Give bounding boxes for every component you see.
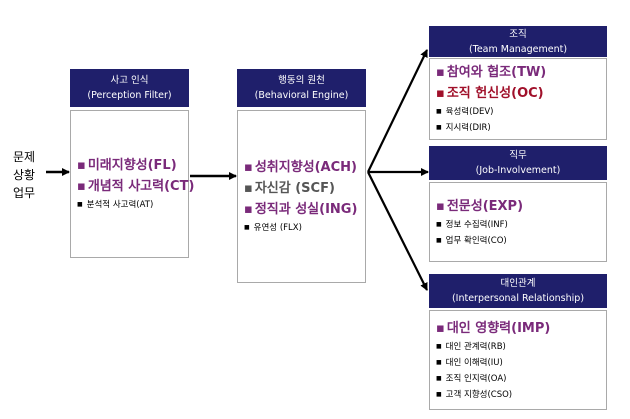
item-fl: ▪미래지향성(FL): [77, 158, 177, 173]
team-header: 조직 (Team Management): [429, 26, 607, 57]
item-dev: ■육성력(DEV): [436, 107, 494, 117]
item-scf: ▪자신감 (SCF): [244, 181, 335, 196]
item-exp: ▪전문성(EXP): [436, 198, 524, 214]
item-ct: ▪개념적 사고력(CT): [77, 179, 195, 194]
item-cso: ■고객 지향성(CSO): [436, 389, 513, 400]
arrow-behavior-to-team: [367, 49, 428, 173]
item-dir: ■지시력(DIR): [436, 123, 491, 133]
item-rb: ■대인 관계력(RB): [436, 341, 506, 352]
arrow-behavior-to-interpersonal: [367, 171, 428, 291]
item-at: ■분석적 사고력(AT): [77, 200, 154, 210]
header-line: (Perception Filter): [87, 90, 172, 101]
header-line: 행동의 원천: [278, 75, 325, 86]
item-oa: ■조직 인지력(OA): [436, 373, 507, 384]
side-label: 문제 상황 업무: [8, 148, 40, 202]
item-co: ■업무 확인력(CO): [436, 235, 507, 246]
item-inf: ■정보 수집력(INF): [436, 219, 508, 230]
interpersonal-box: ▪대인 영향력(IMP) ■대인 관계력(RB) ■대인 이해력(IU) ■조직…: [429, 310, 607, 410]
job-header: 직무 (Job-Involvement): [429, 146, 607, 180]
perception-header: 사고 인식 (Perception Filter): [70, 69, 189, 107]
item-flx: ■유연성 (FLX): [244, 223, 302, 233]
item-iu: ■대인 이해력(IU): [436, 357, 503, 368]
header-line: (Job-Involvement): [475, 165, 561, 176]
side-label-line: 상황: [12, 168, 36, 182]
item-ach: ▪성취지향성(ACH): [244, 160, 357, 175]
interpersonal-header: 대인관계 (Interpersonal Relationship): [429, 274, 607, 308]
header-line: (Behavioral Engine): [254, 90, 349, 101]
item-oc: ▪조직 헌신성(OC): [436, 86, 544, 101]
header-line: 대인관계: [500, 278, 536, 289]
header-line: 조직: [509, 28, 527, 40]
header-line: (Team Management): [468, 43, 568, 55]
item-imp: ▪대인 영향력(IMP): [436, 320, 551, 336]
side-label-line: 문제: [12, 150, 36, 164]
item-ing: ▪정직과 성실(ING): [244, 202, 358, 217]
job-box: ▪전문성(EXP) ■정보 수집력(INF) ■업무 확인력(CO): [429, 182, 607, 262]
header-line: 직무: [509, 150, 527, 161]
behavior-header: 행동의 원천 (Behavioral Engine): [237, 69, 366, 107]
header-line: 사고 인식: [110, 75, 149, 86]
side-label-line: 업무: [12, 186, 36, 200]
item-tw: ▪참여와 협조(TW): [436, 65, 547, 80]
perception-box: ▪미래지향성(FL) ▪개념적 사고력(CT) ■분석적 사고력(AT): [70, 110, 195, 258]
header-line: (Interpersonal Relationship): [451, 293, 585, 304]
behavior-box: ▪성취지향성(ACH) ▪자신감 (SCF) ▪정직과 성실(ING) ■유연성…: [237, 110, 366, 283]
team-box: ▪참여와 협조(TW) ▪조직 헌신성(OC) ■육성력(DEV) ■지시력(D…: [429, 58, 607, 140]
